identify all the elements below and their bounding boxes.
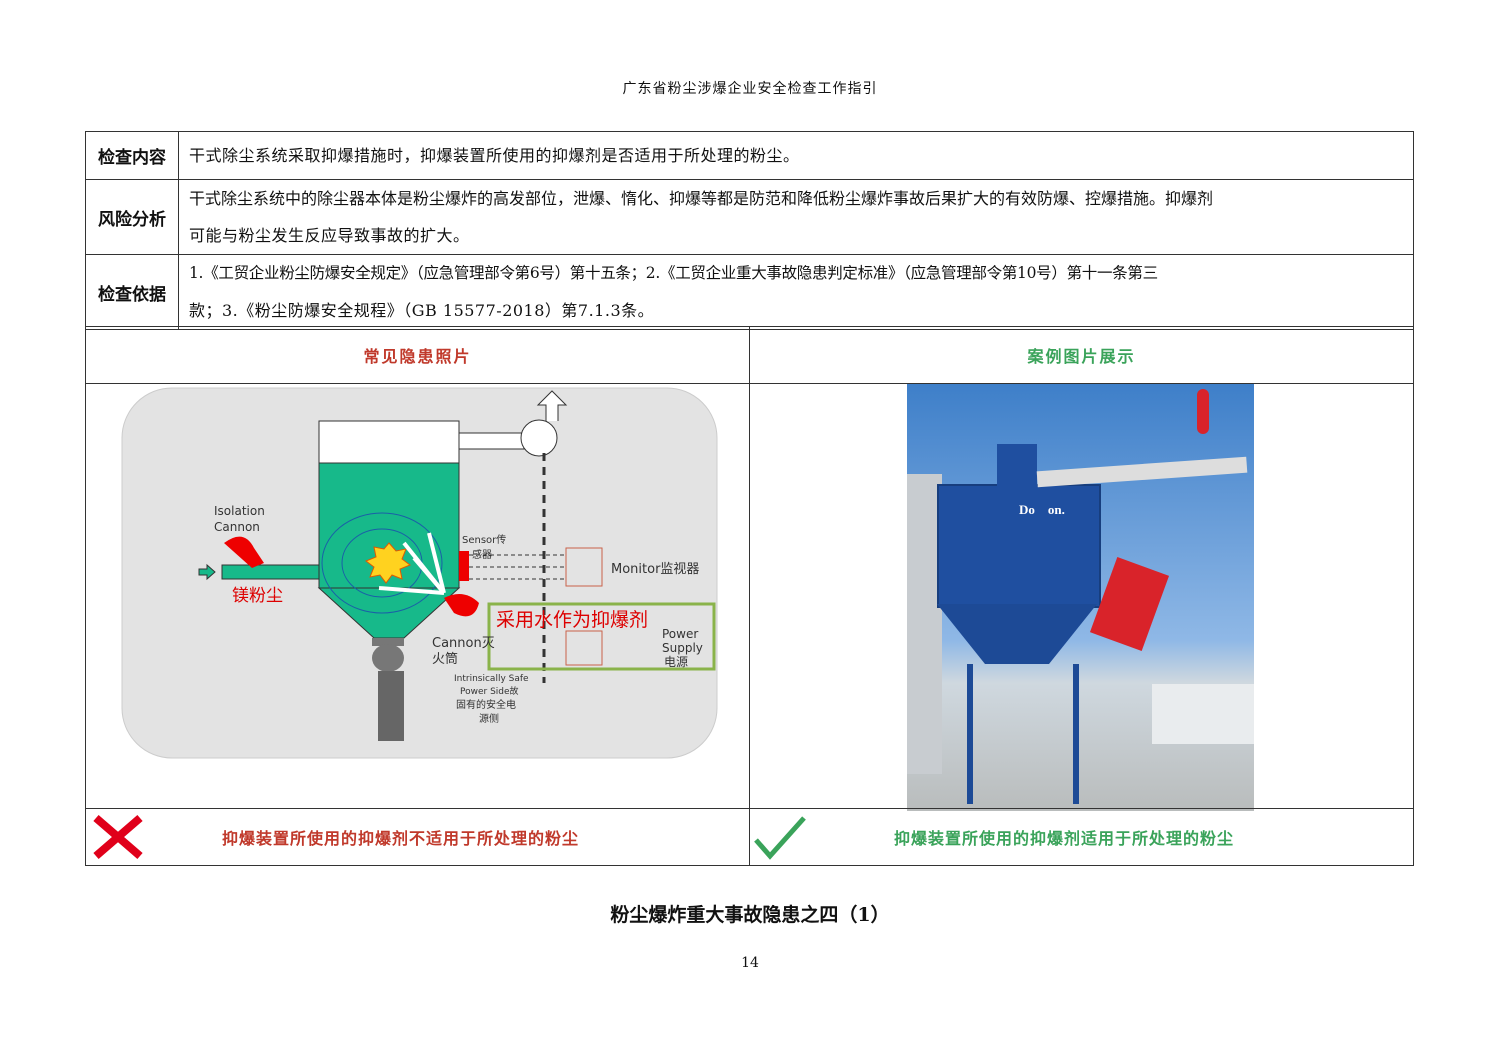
checkmark-icon bbox=[754, 816, 806, 860]
label-safe-side: Intrinsically Safe bbox=[454, 674, 529, 684]
label-isolation: Isolation bbox=[214, 504, 265, 518]
label-power: Power bbox=[662, 627, 698, 641]
row-label: 检查内容 bbox=[85, 131, 179, 180]
suppression-diagram: Isolation Cannon 镁粉尘 Sensor传 感器 Monitor监… bbox=[121, 387, 718, 759]
figure-title: 粉尘爆炸重大事故隐患之四（1） bbox=[610, 904, 890, 926]
inspection-table: 检查内容 干式除尘系统采取抑爆措施时，抑爆装置所使用的抑爆剂是否适用于所处理的粉… bbox=[85, 131, 1414, 330]
label-magnesium-dust: 镁粉尘 bbox=[232, 586, 283, 606]
example-caption-row: 抑爆装置所使用的抑爆剂适用于所处理的粉尘 bbox=[750, 808, 1413, 865]
row-label: 检查依据 bbox=[85, 254, 179, 330]
row-text: 干式除尘系统中的除尘器本体是粉尘爆炸的高发部位，泄爆、惰化、抑爆等都是防范和降低… bbox=[178, 179, 1414, 255]
hazard-caption-row: 抑爆装置所使用的抑爆剂不适用于所处理的粉尘 bbox=[86, 808, 749, 865]
label-monitor: Monitor监视器 bbox=[611, 562, 699, 577]
hazard-title: 常见隐患照片 bbox=[86, 327, 749, 384]
label-supply: Supply bbox=[662, 641, 703, 655]
text-line: 干式除尘系统采取抑爆措施时，抑爆装置所使用的抑爆剂是否适用于所处理的粉尘。 bbox=[189, 146, 800, 165]
row-text: 1.《工贸企业粉尘防爆安全规定》（应急管理部令第6号）第十五条；2.《工贸企业重… bbox=[178, 254, 1414, 330]
label-cannon-cn: 火筒 bbox=[432, 651, 458, 667]
hazard-panel: 常见隐患照片 Isolation Cannon 镁粉尘 Sensor传 感器 M… bbox=[85, 326, 750, 866]
row-check-content: 检查内容 干式除尘系统采取抑爆措施时，抑爆装置所使用的抑爆剂是否适用于所处理的粉… bbox=[85, 131, 1414, 180]
label-power-cn: 电源 bbox=[664, 655, 688, 669]
photo-brand-text: Do on. bbox=[1019, 502, 1065, 517]
text-line: 可能与粉尘发生反应导致事故的扩大。 bbox=[189, 226, 470, 245]
hazard-caption: 抑爆装置所使用的抑爆剂不适用于所处理的粉尘 bbox=[222, 829, 580, 848]
running-header: 广东省粉尘涉爆企业安全检查工作指引 bbox=[622, 81, 878, 97]
label-cannon-suppressor: Cannon灭 bbox=[432, 636, 495, 651]
label-safe-side-cn2: 源侧 bbox=[479, 712, 499, 725]
text-line: 干式除尘系统中的除尘器本体是粉尘爆炸的高发部位，泄爆、惰化、抑爆等都是防范和降低… bbox=[189, 189, 1214, 208]
example-caption: 抑爆装置所使用的抑爆剂适用于所处理的粉尘 bbox=[894, 829, 1235, 848]
text-line: 1.《工贸企业粉尘防爆安全规定》（应急管理部令第6号）第十五条；2.《工贸企业重… bbox=[189, 264, 1158, 282]
label-sensor-cn: 感器 bbox=[472, 548, 492, 561]
example-panel: 案例图片展示 Do on. 抑爆装置所使用的抑爆剂适用于所处理的粉尘 bbox=[749, 326, 1414, 866]
dust-collector-photo: Do on. bbox=[907, 384, 1254, 811]
cross-icon bbox=[93, 814, 143, 860]
example-title: 案例图片展示 bbox=[750, 327, 1413, 384]
row-check-basis: 检查依据 1.《工贸企业粉尘防爆安全规定》（应急管理部令第6号）第十五条；2.《… bbox=[85, 254, 1414, 330]
text-line: 款；3.《粉尘防爆安全规程》（GB 15577-2018）第7.1.3条。 bbox=[189, 301, 655, 320]
page-number: 14 bbox=[741, 955, 759, 971]
label-power-side: Power Side故 bbox=[460, 685, 519, 697]
row-risk-analysis: 风险分析 干式除尘系统中的除尘器本体是粉尘爆炸的高发部位，泄爆、惰化、抑爆等都是… bbox=[85, 179, 1414, 255]
label-cannon: Cannon bbox=[214, 520, 260, 534]
label-sensor: Sensor传 bbox=[462, 534, 506, 546]
row-label: 风险分析 bbox=[85, 179, 179, 255]
row-text: 干式除尘系统采取抑爆措施时，抑爆装置所使用的抑爆剂是否适用于所处理的粉尘。 bbox=[178, 131, 1414, 180]
annotation-water-suppressant: 采用水作为抑爆剂 bbox=[496, 609, 648, 631]
label-safe-side-cn: 固有的安全电 bbox=[456, 698, 516, 711]
